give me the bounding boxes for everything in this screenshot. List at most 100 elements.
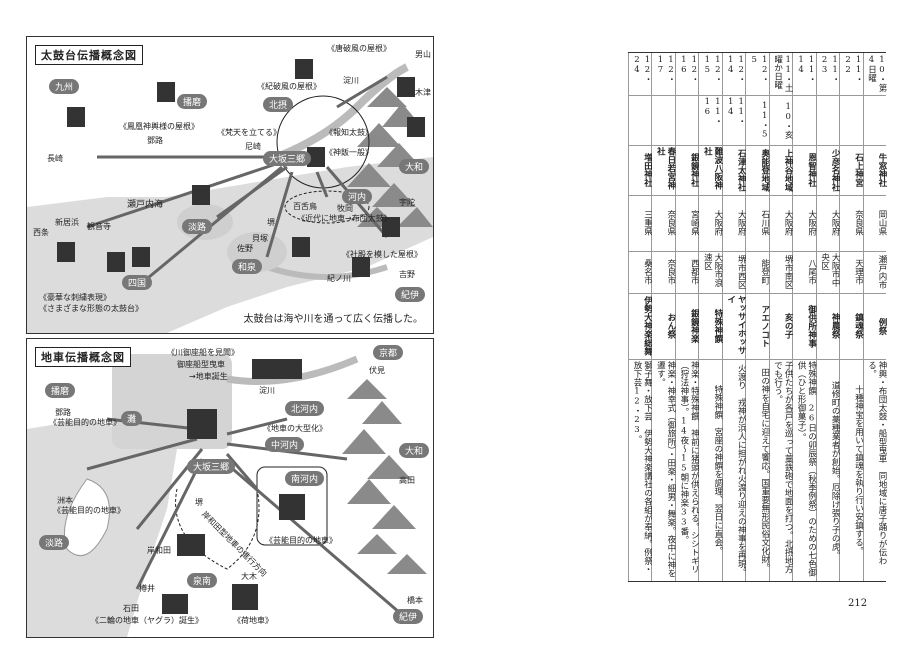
cell-date: 12・5 [749, 55, 770, 84]
cell-pref: 大阪府 [830, 210, 841, 236]
cell-date2: 11・16 [702, 97, 723, 126]
cell-date2 [629, 97, 652, 143]
cell-pref: 大阪府 [806, 210, 817, 236]
map1-label: 《神飯一般》 [325, 148, 373, 157]
map1-background [27, 37, 433, 333]
place-niihama: 新居浜 [55, 218, 79, 227]
map2-label: 《芸能目的の地車》 [53, 506, 125, 515]
map2-label: 《荷地車》 [233, 616, 273, 625]
festival-table: 10・第4日曜牛窓神社岡山県瀬戸内市例祭神輿・布団太鼓・船型曳車 同地域に唐子踊… [628, 52, 887, 582]
map1-label: 《さまざまな形態の太鼓台》 [39, 304, 143, 313]
danjiri-map: 地車伝播概念図 京都 播磨 灘 北河内 中河内 大坂三郷 大和 南河内 淡路 泉… [26, 338, 434, 638]
place-sano: 佐野 [237, 244, 253, 253]
cell-desc: 十種神宝を用いて鎮魂を執り行い安鎮する。 [853, 385, 864, 555]
place-fushimi: 伏見 [369, 366, 385, 375]
place-sakai: 堺 [267, 218, 275, 227]
region-kii: 紀伊 [395, 287, 426, 302]
cell-name: 難波八阪神社 [702, 147, 723, 190]
place-hashimoto: 橋本 [407, 596, 423, 605]
cell-date2 [676, 97, 699, 143]
cell-rite: 伊勢大神楽総舞 [642, 296, 653, 356]
taikodai-map: 太鼓台伝播概念図 九州 播磨 北摂 大坂三郷 大和 河内 淡路 和泉 四国 紀伊… [26, 36, 434, 334]
region-yamato: 大和 [399, 443, 430, 458]
place-yodogawa: 淀川 [259, 386, 275, 395]
cell-city: 瀬戸内市 [876, 255, 887, 289]
map1-label: 《報知太鼓》 [325, 128, 373, 137]
cell-city: 桑名市 [642, 259, 653, 285]
place-ishida: 石田 [123, 604, 139, 613]
cell-pref: 宮崎県 [689, 210, 700, 236]
cell-desc: 特殊神饌 26日の卯辰祭（秋季例祭）のための七色御供（ひと形御菓子）。 [796, 361, 817, 577]
cell-desc: 子供たちが各戸を巡って藁鉄砲で地面を打つ。北摂地方でも行う。 [772, 361, 794, 574]
map1-label: 《唐破風の屋根》 [327, 44, 391, 53]
cell-pref: 三重県 [642, 210, 653, 236]
row-divider [628, 95, 886, 96]
cell-date: 11・23 [819, 55, 841, 84]
row-divider [628, 195, 886, 196]
place-tarui: 樽井 [139, 584, 155, 593]
map1-caption: 太鼓台は海や川を通って広く伝播した。 [243, 310, 423, 325]
place-kinokawa: 紀ノ川 [327, 274, 351, 283]
place-himeji: 鄧路 [147, 136, 163, 145]
map2-label: 《二輪の地車（ヤグラ）誕生》 [91, 616, 203, 625]
region-awaji: 淡路 [39, 535, 70, 550]
cell-name: 恩智神社 [806, 153, 817, 187]
row-divider [628, 293, 886, 294]
cell-desc: 獅子舞・放下芸 伊勢大神楽講社の各組が奉納。例祭・放下芸12・23。 [631, 361, 653, 574]
place-yoshino: 吉野 [399, 270, 415, 279]
cell-city: 堺市南区 [783, 255, 794, 289]
cell-rite: 銀鏡神楽 [689, 309, 700, 343]
cell-desc: 特殊神饌 宮座の神饌を調理、翌日に直会。 [712, 385, 723, 555]
place-takada: 高田 [399, 476, 415, 485]
cell-pref: 奈良県 [853, 210, 864, 236]
map2-label: →地車誕生 [189, 372, 228, 381]
row-divider [628, 251, 886, 252]
place-kishiwada: 岸和田 [147, 546, 171, 555]
cell-desc: 神楽・神幸式（御旅所）・田楽・細男・舞楽。夜中に神を遷す。 [655, 361, 676, 578]
map1-label: 《豪華な刺繍表現》 [39, 293, 111, 302]
cell-date: 12・16 [678, 55, 700, 84]
map2-label: 《芸能目的の地車》 [49, 418, 121, 427]
place-yodogawa: 淀川 [343, 76, 359, 85]
cell-desc: 神楽・特殊神饌 神前に猪頭が供えられる。シシトギリ（狩法神事）。14夜～15朝に… [678, 361, 700, 574]
map1-label: 《梵天を立てる》 [217, 128, 281, 137]
region-sennan: 泉南 [187, 573, 218, 588]
cell-pref: 大阪府 [783, 210, 794, 236]
cell-name: 増田神社 [642, 153, 653, 187]
cell-rite: アエノコト [759, 304, 770, 348]
cell-rite: 鎮魂祭 [853, 313, 864, 339]
place-saijo: 西条 [33, 228, 49, 237]
place-setonaikai: 瀬戸内海 [127, 200, 164, 210]
cell-date: 12・17 [655, 55, 676, 84]
cell-date2 [793, 97, 816, 143]
map2-background [27, 339, 433, 637]
cell-rite: 亥の子 [783, 313, 794, 339]
cell-city: 天理市 [853, 259, 864, 285]
cell-desc: 火渡り 戎神が浜人に担がれ火渡り迎えの神事を再現。 [736, 363, 747, 577]
cell-date: 10・第4日曜 [866, 55, 887, 92]
region-yamato: 大和 [399, 159, 430, 174]
cell-name: 奥能登地域 [759, 148, 770, 192]
cell-pref: 大阪府 [712, 210, 723, 236]
cell-name: 銀鏡神社 [689, 153, 700, 187]
cell-date2 [864, 97, 887, 143]
cell-city: 能登町 [759, 259, 770, 285]
cell-name: 石津太神社 [736, 148, 747, 192]
cell-rite: 御供所神事 [806, 304, 817, 348]
region-kitakawachi: 北河内 [285, 401, 325, 416]
place-otokoyama: 男山 [415, 50, 431, 59]
cell-desc: 神輿・布団太鼓・船型曳車 同地域に唐子踊りが伝わる。 [866, 361, 887, 565]
cell-rite: 特殊神饌 [712, 309, 723, 343]
region-harima: 播磨 [177, 94, 208, 109]
region-izumi: 和泉 [232, 259, 263, 274]
region-hokusetsu: 北摂 [263, 97, 294, 112]
cell-name: 少彦名神社 [830, 148, 841, 192]
cell-desc: 道修町の薬種業者が創始。厄除け張り子の虎。 [830, 380, 841, 560]
